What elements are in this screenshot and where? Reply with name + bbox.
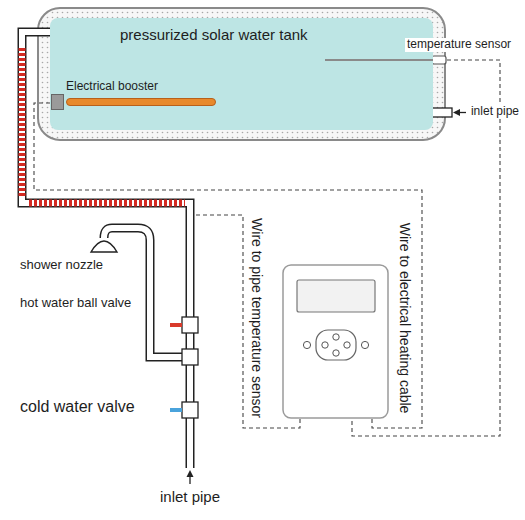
booster-element: Electrical booster (66, 80, 222, 106)
tee-fitting (182, 349, 198, 365)
controller-display (297, 280, 375, 312)
sensor-bulb (432, 56, 446, 64)
shower-head (91, 241, 117, 252)
sensor-probe (325, 59, 433, 61)
shower-pipe (104, 228, 190, 357)
sensor-label: temperature sensor (405, 38, 513, 52)
wire-label: Wire to electrical heating cable (397, 223, 413, 414)
booster-label: Electrical booster (66, 80, 222, 94)
controller-button (322, 342, 328, 348)
shower-pipe-outline (104, 228, 190, 357)
controller-button (333, 350, 339, 356)
hot-valve-handle (170, 323, 182, 327)
controller-button (344, 342, 350, 348)
wire-label: Wire to pipe temperature sensor (249, 218, 265, 418)
inlet-arrowhead (187, 470, 194, 477)
inlet-stub (430, 108, 452, 117)
hot-valve-body (182, 317, 198, 333)
inlet-arrow (189, 476, 190, 484)
shower-label: shower nozzle (20, 258, 103, 273)
pipe-sensor-wire (196, 215, 300, 428)
heating-element (66, 98, 216, 106)
cold-valve-body (182, 402, 198, 418)
booster-terminal (51, 94, 64, 110)
tank-body: pressurized solar water tankElectrical b… (50, 18, 433, 130)
inlet-arrowhead (453, 109, 460, 116)
controller-button (361, 341, 368, 348)
tank-insulation (38, 8, 445, 140)
controller-button (303, 341, 310, 348)
controller-keypad (316, 330, 356, 360)
valve-label: cold water valve (20, 398, 135, 416)
cold-valve-handle (170, 408, 182, 412)
tank-title: pressurized solar water tank (120, 26, 308, 43)
inlet-label: inlet pipe (469, 105, 521, 119)
controller-button (333, 334, 339, 340)
inlet-label: inlet pipe (160, 488, 220, 505)
controller-housing (283, 265, 388, 418)
valve-label: hot water ball valve (20, 296, 131, 311)
